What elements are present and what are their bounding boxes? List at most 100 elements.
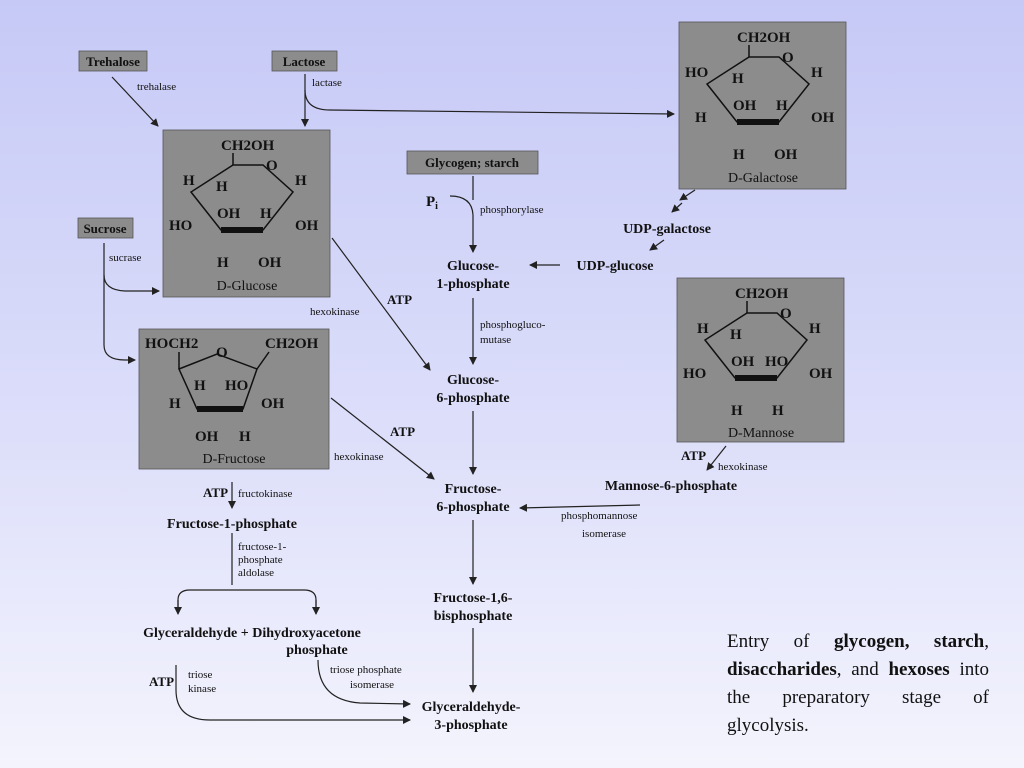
svg-text:H: H [730, 327, 742, 343]
glucose-ring: CH2OH O H H H OH H HO OH H OH D-Glucose [169, 138, 319, 294]
svg-text:H: H [295, 173, 307, 189]
svg-text:CH2OH: CH2OH [737, 30, 791, 46]
svg-text:Glycogen; starch: Glycogen; starch [425, 155, 520, 170]
glyceraldehyde-dhap-label-2: phosphate [286, 643, 347, 658]
svg-text:H: H [731, 403, 743, 419]
glucose-6-phosphate-label-1: Glucose- [447, 373, 499, 388]
udp-glucose-label: UDP-glucose [577, 259, 654, 274]
glucose-6-phosphate-label-2: 6-phosphate [436, 391, 509, 406]
enzyme-labels: trehalase lactase sucrase phosphorylase … [109, 77, 768, 695]
svg-text:Lactose: Lactose [283, 54, 326, 69]
svg-text:CH2OH: CH2OH [221, 138, 275, 154]
fructose-6-phosphate-label-2: 6-phosphate [436, 500, 509, 515]
pi-label: Pi [426, 194, 438, 212]
svg-text:CH2OH: CH2OH [265, 336, 319, 352]
udp-galactose-label: UDP-galactose [623, 222, 711, 237]
galactose-ring: CH2OH O HO H H OH H OH H H OH D-Galactos… [685, 30, 835, 186]
atp-triose-kinase-label: ATP [149, 674, 174, 689]
svg-text:OH: OH [258, 255, 282, 271]
sucrose-tag: Sucrose [77, 217, 134, 239]
svg-text:HO: HO [685, 65, 708, 81]
aldolase-label-2: phosphate [238, 554, 283, 566]
lactose-tag: Lactose [271, 50, 338, 72]
triose-kinase-label-1: triose [188, 669, 213, 681]
galactose-structure-box: CH2OH O HO H H OH H OH H H OH D-Galactos… [678, 21, 847, 190]
svg-text:O: O [780, 306, 792, 322]
hexokinase-glucose-label: hexokinase [310, 306, 360, 318]
svg-text:H: H [811, 65, 823, 81]
svg-text:Trehalose: Trehalose [86, 54, 140, 69]
triose-phosphate-isomerase-label-1: triose phosphate [330, 664, 402, 676]
svg-text:H: H [697, 321, 709, 337]
svg-text:OH: OH [811, 110, 835, 126]
svg-text:OH: OH [733, 98, 757, 114]
svg-text:H: H [260, 206, 272, 222]
svg-text:OH: OH [731, 354, 755, 370]
glucose-1-phosphate-label-2: 1-phosphate [436, 277, 509, 292]
mannose-structure-box: CH2OH O H H H OH HO HO OH H H D-Mannose [676, 277, 845, 443]
svg-text:H: H [183, 173, 195, 189]
svg-text:H: H [733, 147, 745, 163]
mannose-ring: CH2OH O H H H OH HO HO OH H H D-Mannose [683, 286, 833, 441]
svg-text:H: H [217, 255, 229, 271]
svg-text:H: H [216, 179, 228, 195]
aldolase-label-1: fructose-1- [238, 541, 287, 553]
svg-text:HO: HO [225, 378, 248, 394]
glycogen-starch-tag: Glycogen; starch [406, 150, 539, 175]
svg-text:O: O [782, 50, 794, 66]
svg-text:HOCH2: HOCH2 [145, 336, 198, 352]
atp-fructokinase-label: ATP [203, 485, 228, 500]
mannose-6-phosphate-label: Mannose-6-phosphate [605, 479, 737, 494]
metabolite-labels: UDP-galactose UDP-glucose Glucose- 1-pho… [143, 222, 737, 733]
glyceraldehyde-dhap-label-1: Glyceraldehyde + Dihydroxyacetone [143, 626, 361, 641]
fructose-ring: HOCH2 CH2OH O H HO H OH OH H D-Fructose [145, 336, 319, 467]
figure-caption: Entry of glycogen, starch, disaccharides… [727, 631, 990, 736]
lactase-label: lactase [312, 77, 342, 89]
svg-text:H: H [695, 110, 707, 126]
svg-text:CH2OH: CH2OH [735, 286, 789, 302]
svg-text:HO: HO [683, 366, 706, 382]
fructokinase-label: fructokinase [238, 488, 292, 500]
svg-text:D-Galactose: D-Galactose [728, 171, 798, 186]
svg-text:D-Fructose: D-Fructose [203, 452, 266, 467]
svg-text:D-Glucose: D-Glucose [217, 279, 278, 294]
phosphoglucomutase-label-1: phosphogluco- [480, 319, 546, 331]
svg-text:H: H [809, 321, 821, 337]
svg-text:H: H [169, 396, 181, 412]
sucrase-label: sucrase [109, 252, 141, 264]
trehalose-tag: Trehalose [78, 50, 148, 72]
aldolase-label-3: aldolase [238, 567, 274, 579]
svg-text:OH: OH [217, 206, 241, 222]
svg-text:H: H [732, 71, 744, 87]
glucose-1-phosphate-label-1: Glucose- [447, 259, 499, 274]
atp-fructose-label: ATP [390, 424, 415, 439]
hexokinase-mannose-label: hexokinase [718, 461, 768, 473]
triose-phosphate-isomerase-label-2: isomerase [350, 679, 394, 691]
fructose-structure-box: HOCH2 CH2OH O H HO H OH OH H D-Fructose [138, 328, 330, 470]
svg-text:D-Mannose: D-Mannose [728, 426, 794, 441]
fructose-1-6-bisphosphate-label-2: bisphosphate [434, 609, 513, 624]
svg-text:HO: HO [765, 354, 788, 370]
phosphomannose-isomerase-label-1: phosphomannose [561, 510, 638, 522]
hexokinase-fructose-label: hexokinase [334, 451, 384, 463]
fructose-1-6-bisphosphate-label-1: Fructose-1,6- [434, 591, 513, 606]
svg-text:O: O [216, 345, 228, 361]
svg-text:OH: OH [195, 429, 219, 445]
glyceraldehyde-3-phosphate-label-1: Glyceraldehyde- [422, 700, 521, 715]
phosphomannose-isomerase-label-2: isomerase [582, 528, 626, 540]
svg-text:Sucrose: Sucrose [83, 221, 126, 236]
svg-text:H: H [239, 429, 251, 445]
fructose-1-phosphate-label: Fructose-1-phosphate [167, 517, 297, 532]
svg-text:OH: OH [261, 396, 285, 412]
svg-text:O: O [266, 158, 278, 174]
trehalase-label: trehalase [137, 81, 176, 93]
arrows [103, 74, 727, 724]
fructose-6-phosphate-label-1: Fructose- [445, 482, 502, 497]
svg-text:OH: OH [774, 147, 798, 163]
svg-text:OH: OH [295, 218, 319, 234]
svg-text:HO: HO [169, 218, 192, 234]
svg-text:H: H [776, 98, 788, 114]
triose-kinase-label-2: kinase [188, 683, 216, 695]
glucose-structure-box: CH2OH O H H H OH H HO OH H OH D-Glucose [162, 129, 331, 298]
